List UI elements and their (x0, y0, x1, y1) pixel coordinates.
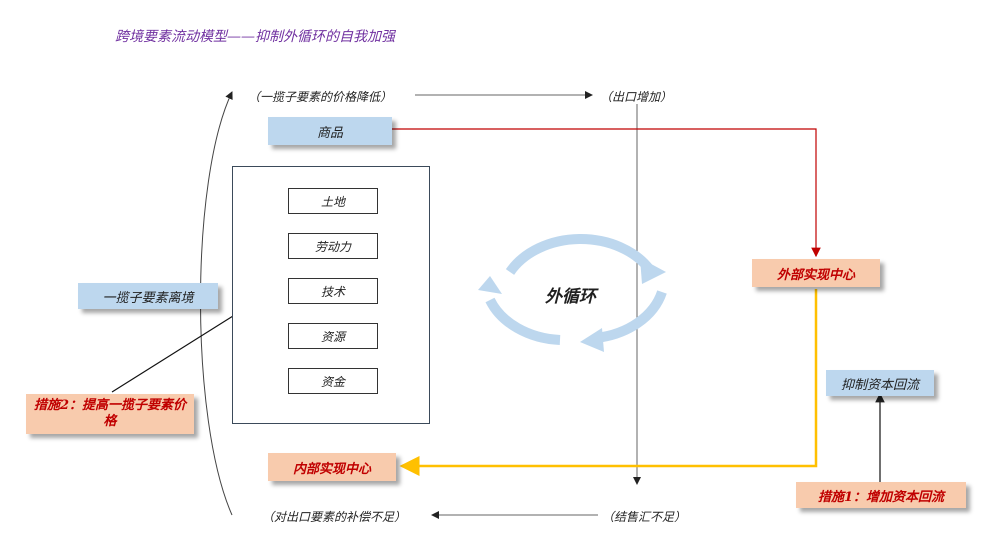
factor-resources: 资源 (288, 323, 378, 349)
external-cycle-label: 外循环 (545, 287, 596, 307)
cycle-icon (485, 234, 667, 345)
note-price-lower: （一揽子要素的价格降低） (248, 90, 393, 104)
note-subsidy-short: （对出口要素的补偿不足） (262, 510, 407, 524)
internal-center-box: 内部实现中心 (268, 453, 396, 481)
measure1-box: 措施1：增加资本回流 (796, 482, 966, 508)
note-fx-short: （结售汇不足） (602, 510, 687, 524)
note-export-up: （出口增加） (600, 90, 673, 104)
external-center-box: 外部实现中心 (752, 259, 880, 287)
goods-box: 商品 (268, 117, 392, 145)
suppress-backflow-box: 抑制资本回流 (826, 370, 934, 396)
factor-technology: 技术 (288, 278, 378, 304)
diagram-title: 跨境要素流动模型——抑制外循环的自我加强 (115, 29, 395, 45)
red-flow-line (392, 128, 821, 258)
factor-labor: 劳动力 (288, 233, 378, 259)
bundle-leave-box: 一揽子要素离境 (78, 283, 218, 309)
factor-capital: 资金 (288, 368, 378, 394)
factor-land: 土地 (288, 188, 378, 214)
measure2-box: 措施2：提高一揽子要素价格 (26, 394, 194, 434)
yellow-flow-line (399, 289, 818, 476)
